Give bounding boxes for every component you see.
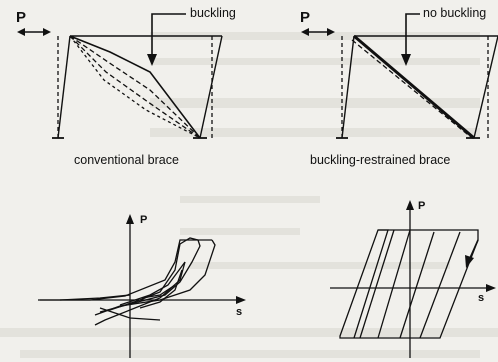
axis-label-s-right: s xyxy=(478,292,485,304)
caption-conventional-brace: conventional brace xyxy=(74,153,179,167)
load-label-brb: P xyxy=(300,9,311,26)
buckling-callout: buckling xyxy=(190,6,236,20)
load-label-conventional: P xyxy=(16,9,27,26)
axis-label-p-left: P xyxy=(140,214,148,226)
axis-label-s-left: s xyxy=(236,306,243,318)
caption-brb: buckling-restrained brace xyxy=(310,153,451,167)
conventional-hysteresis-plot xyxy=(38,214,246,358)
faded-background-bands xyxy=(0,32,498,358)
axis-label-p-right: P xyxy=(418,200,426,212)
no-buckling-callout: no buckling xyxy=(423,6,487,20)
buckling-restrained-brace-frame xyxy=(301,13,498,140)
conventional-brace-frame xyxy=(17,13,223,139)
brb-hysteresis-plot xyxy=(330,200,496,358)
